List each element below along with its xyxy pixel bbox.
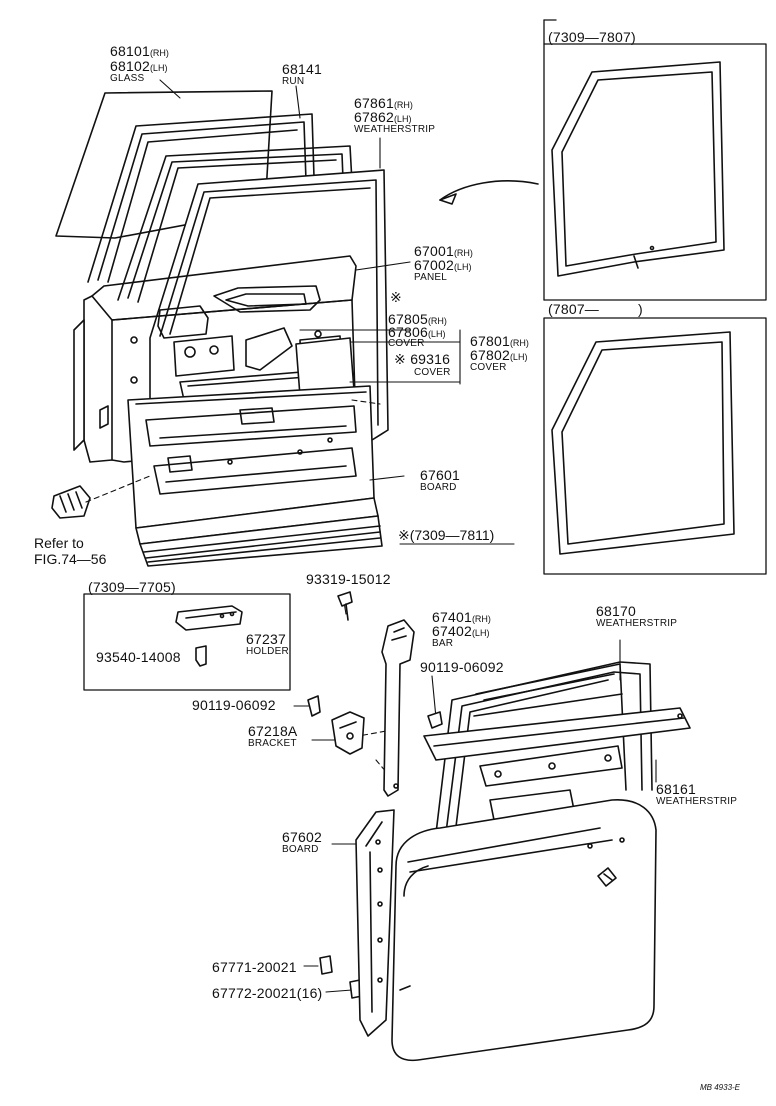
- weatherstrip-belt-number: 68161: [656, 781, 696, 797]
- drawing-code: MB 4933-E: [700, 1083, 741, 1092]
- screw-bar-number: 90119-06092: [420, 659, 504, 675]
- weatherstrip-frame-number: 68170: [596, 603, 636, 619]
- bar-rh: 67401(RH): [432, 609, 491, 625]
- glass-part-number: 68101(RH): [110, 43, 169, 59]
- note-range: ※(7309—7811): [398, 527, 495, 543]
- direction-arrow: [439, 180, 539, 205]
- holder-inset-box: [83, 593, 291, 691]
- clip-2-number: 67772-20021(16): [212, 985, 323, 1001]
- lower-inner-parts: [473, 693, 623, 821]
- bolt-93319: [337, 591, 353, 621]
- glass-part-number-lh: 68102(LH): [110, 58, 168, 74]
- cover-side-rh: 67801(RH): [470, 333, 529, 349]
- cover-side-lh: 67802(LH): [470, 347, 528, 363]
- cover-small-number: ※ 69316: [394, 351, 451, 367]
- bracket-number: 67218A: [248, 723, 298, 739]
- weatherstrip-upper-name: WEATHERSTRIP: [354, 124, 436, 135]
- cover-inner-mark: ※: [390, 289, 402, 305]
- lower-belt-weatherstrip: [423, 707, 691, 761]
- upper-door-board: [127, 385, 383, 567]
- bracket-name: BRACKET: [248, 738, 297, 749]
- range-2-close: ): [638, 301, 643, 317]
- board-upper-number: 67601: [420, 467, 460, 483]
- check-bracket: [331, 711, 365, 755]
- holder-name: HOLDER: [246, 646, 289, 657]
- refer-line-1: Refer to: [34, 535, 84, 551]
- board-upper-name: BOARD: [420, 482, 457, 493]
- weatherstrip-belt-name: WEATHERSTRIP: [656, 796, 738, 807]
- screw-bracket-number: 90119-06092: [192, 697, 276, 713]
- bar-name: BAR: [432, 638, 454, 649]
- cover-inner-name: COVER: [388, 338, 425, 349]
- weatherstrip-variant-2: [551, 331, 735, 555]
- board-lower-name: BOARD: [282, 844, 319, 855]
- clip-1-number: 67771-20021: [212, 959, 297, 975]
- range-2: (7807—: [548, 301, 600, 317]
- holder-part: [175, 605, 243, 667]
- cover-inner-rh: 67805(RH): [388, 311, 447, 327]
- cover-side-name: COVER: [470, 362, 507, 373]
- screws: [307, 695, 443, 999]
- door-check-bar: [381, 619, 415, 797]
- range-1: (7309—7807): [548, 29, 636, 45]
- run-name: RUN: [282, 76, 305, 87]
- label-leader-lines: [159, 79, 657, 993]
- panel-name: PANEL: [414, 272, 448, 283]
- cover-small-name: COVER: [414, 367, 451, 378]
- holder-number: 67237: [246, 631, 286, 647]
- bar-lh: 67402(LH): [432, 623, 490, 639]
- weatherstrip-frame-name: WEATHERSTRIP: [596, 618, 678, 629]
- glass-name: GLASS: [110, 73, 145, 84]
- range-3: (7309—7705): [88, 579, 176, 595]
- weatherstrip-upper-lh: 67862(LH): [354, 109, 412, 125]
- lower-door-board: [355, 809, 395, 1037]
- board-lower-number: 67602: [282, 829, 322, 845]
- lower-door-shell: [391, 799, 657, 1062]
- refer-line-2: FIG.74—56: [34, 551, 107, 567]
- screw-holder: 93540-14008: [96, 649, 181, 665]
- panel-lh: 67002(LH): [414, 257, 472, 273]
- door-handle-part: [51, 485, 91, 519]
- weatherstrip-variant-1: [551, 61, 725, 277]
- cover-inner-lh: 67806(LH): [388, 324, 446, 340]
- variant-frame-boxes: [543, 19, 767, 575]
- weatherstrip-upper-rh: 67861(RH): [354, 95, 413, 111]
- bolt-top-number: 93319-15012: [306, 571, 391, 587]
- run-part-number: 68141: [282, 61, 322, 77]
- panel-rh: 67001(RH): [414, 243, 473, 259]
